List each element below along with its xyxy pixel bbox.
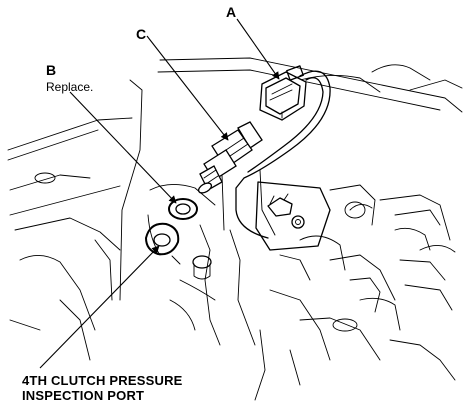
engine-background-lines: [7, 57, 463, 401]
inspection-port: [145, 222, 212, 280]
leader-a: [236, 18, 280, 80]
inspection-port-caption-line1: 4TH CLUTCH PRESSURE: [22, 373, 183, 388]
sensor-wire-harness: [235, 70, 331, 239]
callout-c-label: C: [136, 26, 146, 42]
harness-connector: [259, 65, 307, 121]
leader-b: [69, 91, 177, 204]
leader-lines: [39, 18, 280, 369]
inspection-port-caption-line2: INSPECTION PORT: [22, 388, 144, 403]
callout-a-label: A: [226, 4, 236, 20]
pressure-sensor: [197, 121, 263, 194]
leader-port: [39, 245, 160, 369]
sealing-washer: [168, 198, 198, 220]
callout-b-note: Replace.: [46, 80, 93, 94]
leader-c: [146, 35, 229, 141]
callout-b-label: B: [46, 62, 56, 78]
mounting-bracket: [255, 181, 331, 251]
